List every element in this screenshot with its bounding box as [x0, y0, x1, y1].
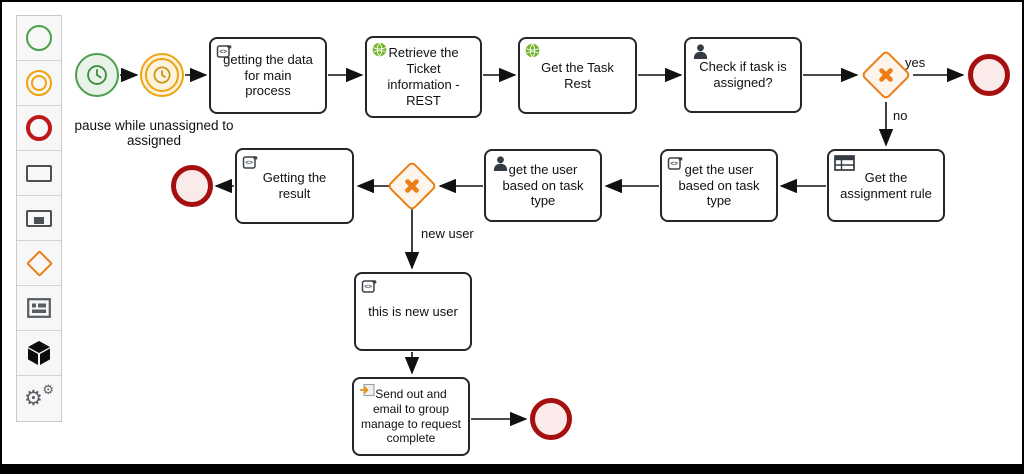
script-icon: <>: [667, 155, 684, 176]
task-label: getting the data for main process: [223, 51, 313, 99]
annotation-pause[interactable]: pause while unassigned to assigned: [74, 118, 234, 148]
orange-diamond-icon: [25, 249, 53, 277]
bottom-border-bar: [2, 464, 1022, 472]
timer-intermediate-event[interactable]: [140, 53, 184, 97]
task-label: Get the assignment rule: [840, 169, 932, 201]
gears-icon: ⚙⚙: [24, 381, 54, 410]
svg-text:<>: <>: [219, 49, 227, 56]
task-get-user-script[interactable]: <> get the user based on task type: [660, 149, 778, 222]
inner-ring: [145, 58, 179, 92]
script-icon: <>: [361, 278, 378, 299]
x-marker-icon: [877, 66, 895, 84]
task-label: this is new user: [368, 303, 458, 319]
timer-start-event[interactable]: [75, 53, 119, 97]
palette-item-service[interactable]: ⚙⚙: [17, 376, 61, 421]
end-event-top-right[interactable]: [968, 54, 1010, 96]
globe-icon: [525, 43, 540, 62]
end-event-left[interactable]: [171, 165, 213, 207]
task-label: get the user based on task type: [502, 161, 584, 209]
task-check-assigned[interactable]: Check if task is assigned?: [684, 37, 802, 113]
exclusive-gateway-assigned[interactable]: [860, 49, 912, 101]
task-send-email[interactable]: Send out and email to group manage to re…: [352, 377, 470, 456]
task-get-user-task[interactable]: get the user based on task type: [484, 149, 602, 222]
palette-item-data-object[interactable]: [17, 331, 61, 376]
table-icon: [27, 298, 51, 318]
palette-item-start-event[interactable]: [17, 16, 61, 61]
shape-palette: ⚙⚙: [16, 15, 62, 422]
palette-item-subprocess[interactable]: [17, 196, 61, 241]
flow-label-no[interactable]: no: [893, 108, 908, 123]
task-assignment-rule[interactable]: Get the assignment rule: [827, 149, 945, 222]
exclusive-gateway-user[interactable]: [386, 160, 438, 212]
send-icon: [359, 383, 375, 401]
task-label: Get the Task Rest: [541, 59, 614, 91]
task-new-user[interactable]: <> this is new user: [354, 272, 472, 351]
task-retrieve-ticket[interactable]: Retrieve the Ticket information -REST: [365, 36, 482, 118]
palette-item-intermediate-event[interactable]: [17, 61, 61, 106]
script-icon: <>: [242, 154, 259, 175]
task-label: Retrieve the Ticket information -REST: [387, 45, 460, 108]
palette-item-end-event[interactable]: [17, 106, 61, 151]
svg-text:<>: <>: [670, 161, 678, 168]
task-getting-result[interactable]: <> Getting the result: [235, 148, 354, 224]
palette-item-business-rule[interactable]: [17, 286, 61, 331]
subprocess-rectangle-icon: [26, 209, 52, 227]
palette-item-task[interactable]: [17, 151, 61, 196]
cube-icon: [28, 341, 50, 365]
table-icon: [834, 155, 855, 175]
task-label: Check if task is assigned?: [699, 59, 787, 90]
script-icon: <>: [216, 43, 233, 64]
task-get-task-rest[interactable]: Get the Task Rest: [518, 37, 637, 114]
red-circle-icon: [26, 115, 52, 141]
green-circle-icon: [26, 25, 52, 51]
flow-label-new-user[interactable]: new user: [421, 226, 474, 241]
task-label: Getting the result: [262, 170, 327, 201]
palette-item-gateway[interactable]: [17, 241, 61, 286]
task-label: get the user based on task type: [678, 161, 760, 209]
task-label: Send out and email to group manage to re…: [360, 387, 462, 446]
x-marker-icon: [403, 177, 421, 195]
user-icon: [491, 155, 510, 176]
end-event-bottom[interactable]: [530, 398, 572, 440]
user-icon: [691, 43, 710, 64]
orange-double-circle-icon: [26, 70, 52, 96]
flow-label-yes[interactable]: yes: [905, 55, 926, 70]
rectangle-icon: [26, 164, 52, 182]
svg-text:<>: <>: [245, 160, 253, 167]
task-getting-data[interactable]: <> getting the data for main process: [209, 37, 327, 114]
svg-text:<>: <>: [364, 284, 372, 291]
clock-icon: [87, 65, 107, 85]
globe-icon: [372, 42, 387, 61]
